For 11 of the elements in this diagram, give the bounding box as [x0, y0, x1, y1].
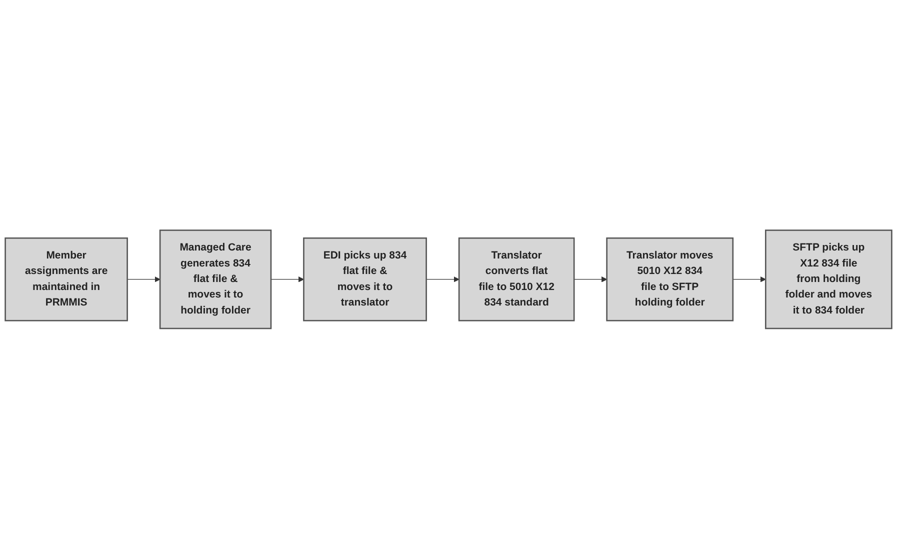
node-box: SFTP picks up X12 834 file from holding folder and moves it to 834 folder [764, 230, 892, 330]
arrow [426, 276, 460, 282]
node-box: EDI picks up 834 flat file & moves it to translator [303, 238, 427, 322]
arrow [732, 276, 766, 282]
node-box: Managed Care generates 834 flat file & moves it to holding folder [159, 230, 272, 330]
node-box: Translator converts flat file to 5010 X12 834 standard [458, 238, 575, 322]
node-box: Translator moves 5010 X12 834 file to SFTP holding folder [606, 238, 734, 322]
node-box: Member assignments are maintained in PRMMIS [4, 238, 128, 322]
arrow [574, 276, 608, 282]
arrow [126, 276, 160, 282]
arrow [270, 276, 304, 282]
